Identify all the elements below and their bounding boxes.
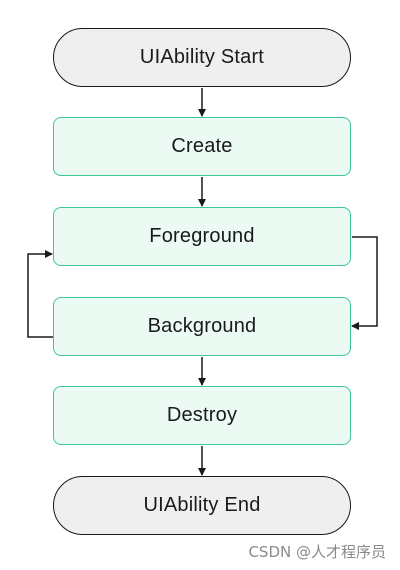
uiability-end-label: UIAbility End	[143, 494, 261, 516]
background-node: Background	[53, 297, 351, 356]
arrow-background-to-foreground	[27, 250, 53, 338]
watermark-text: CSDN @人才程序员	[248, 543, 386, 561]
foreground-label: Foreground	[149, 225, 255, 247]
uiability-end-node: UIAbility End	[53, 476, 351, 535]
arrow-foreground-to-background	[351, 236, 378, 330]
uiability-start-label: UIAbility Start	[139, 46, 265, 68]
uiability-start-node: UIAbility Start	[53, 28, 351, 87]
background-label: Background	[147, 315, 257, 337]
destroy-label: Destroy	[166, 404, 238, 426]
create-label: Create	[171, 135, 233, 157]
destroy-node: Destroy	[53, 386, 351, 445]
foreground-node: Foreground	[53, 207, 351, 266]
create-node: Create	[53, 117, 351, 176]
